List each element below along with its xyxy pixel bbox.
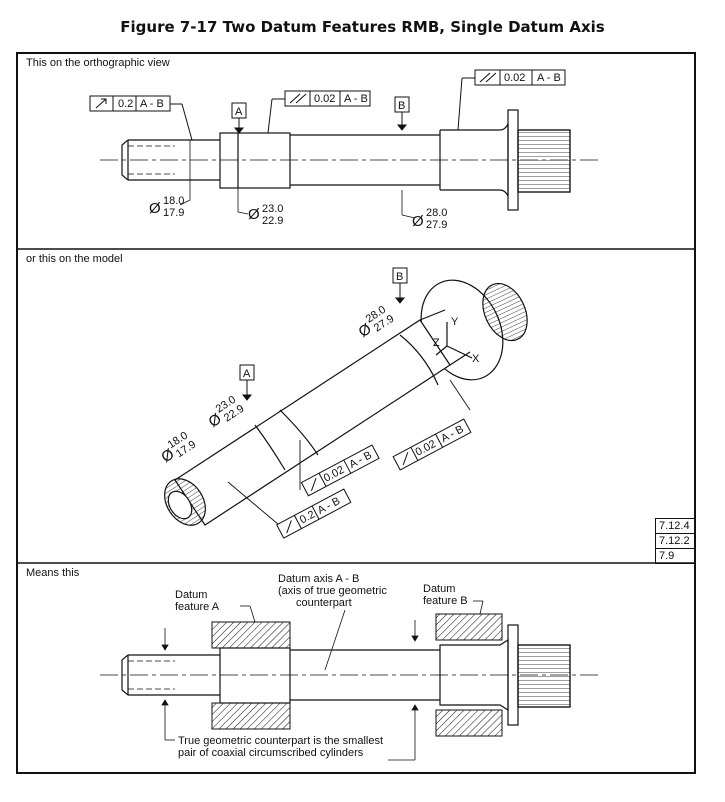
figure-title: Figure 7-17 Two Datum Features RMB, Sing…	[120, 18, 605, 36]
figure-frame	[16, 52, 696, 774]
ref-2: 7.12.2	[656, 534, 695, 549]
ortho-fcf-mid-tol: 0.02	[314, 93, 335, 105]
panel-label-means: Means this	[26, 567, 80, 579]
means-tgc-2: pair of coaxial circumscribed cylinders	[178, 747, 364, 759]
ortho-fcf-right	[457, 69, 566, 131]
ortho-dim2-dia: Ø	[248, 206, 260, 223]
ortho-dim2-lo: 22.9	[262, 215, 283, 227]
ortho-fcf-left-tol: 0.2	[118, 98, 133, 110]
means-datum-a-2: feature A	[175, 601, 220, 613]
model-datum-a-label: A	[243, 368, 251, 380]
means-axis-1: Datum axis A - B	[278, 573, 359, 585]
ortho-dim1-dia: Ø	[149, 200, 161, 217]
ortho-view	[100, 109, 600, 211]
ortho-dim1-hi: 18.0	[163, 195, 184, 207]
model-datum-b-label: B	[396, 271, 403, 283]
means-datum-a-1: Datum	[175, 589, 207, 601]
means-datum-b-2: feature B	[423, 595, 468, 607]
means-view	[100, 624, 600, 726]
means-datum-b-1: Datum	[423, 583, 455, 595]
means-axis-2: (axis of true geometric	[278, 585, 387, 597]
ortho-fcf-right-tol: 0.02	[504, 72, 525, 84]
means-tgc-1: True geometric counterpart is the smalle…	[178, 735, 383, 747]
ortho-datum-b-label: B	[398, 100, 405, 112]
ref-1: 7.12.4	[656, 519, 695, 534]
ortho-spline	[517, 129, 571, 193]
means-counterparts	[211, 613, 503, 737]
model-view	[164, 279, 528, 526]
model-axis-y: Y	[451, 316, 459, 328]
ortho-dim2-hi: 23.0	[262, 203, 283, 215]
ortho-thread-end	[121, 139, 129, 181]
ortho-fcf-left-ref: A - B	[140, 98, 164, 110]
ortho-dim3-lo: 27.9	[426, 219, 447, 231]
panel-label-model: or this on the model	[26, 253, 123, 265]
ortho-dia-a	[219, 132, 291, 189]
model-axis-x: X	[472, 353, 480, 365]
ortho-dim3-dia: Ø	[412, 213, 424, 230]
means-axis-3: counterpart	[296, 597, 352, 609]
ortho-dim1-lo: 17.9	[163, 207, 184, 219]
model-fcf-small: 0.2 A - B	[276, 488, 352, 539]
panel-label-ortho: This on the orthographic view	[26, 57, 170, 69]
ortho-fcf-mid-ref: A - B	[344, 93, 368, 105]
ortho-datum-a-label: A	[235, 106, 243, 118]
ortho-fcf-mid	[267, 90, 371, 134]
ortho-dim3-hi: 28.0	[426, 207, 447, 219]
ortho-fcf-right-ref: A - B	[537, 72, 561, 84]
ortho-fcf-left	[89, 95, 193, 141]
model-fcf-right: 0.02 A - B	[392, 418, 472, 471]
reference-box: 7.12.4 7.12.2 7.9	[655, 518, 696, 564]
model-axis-z: Z	[433, 337, 440, 349]
model-spline	[482, 282, 528, 342]
